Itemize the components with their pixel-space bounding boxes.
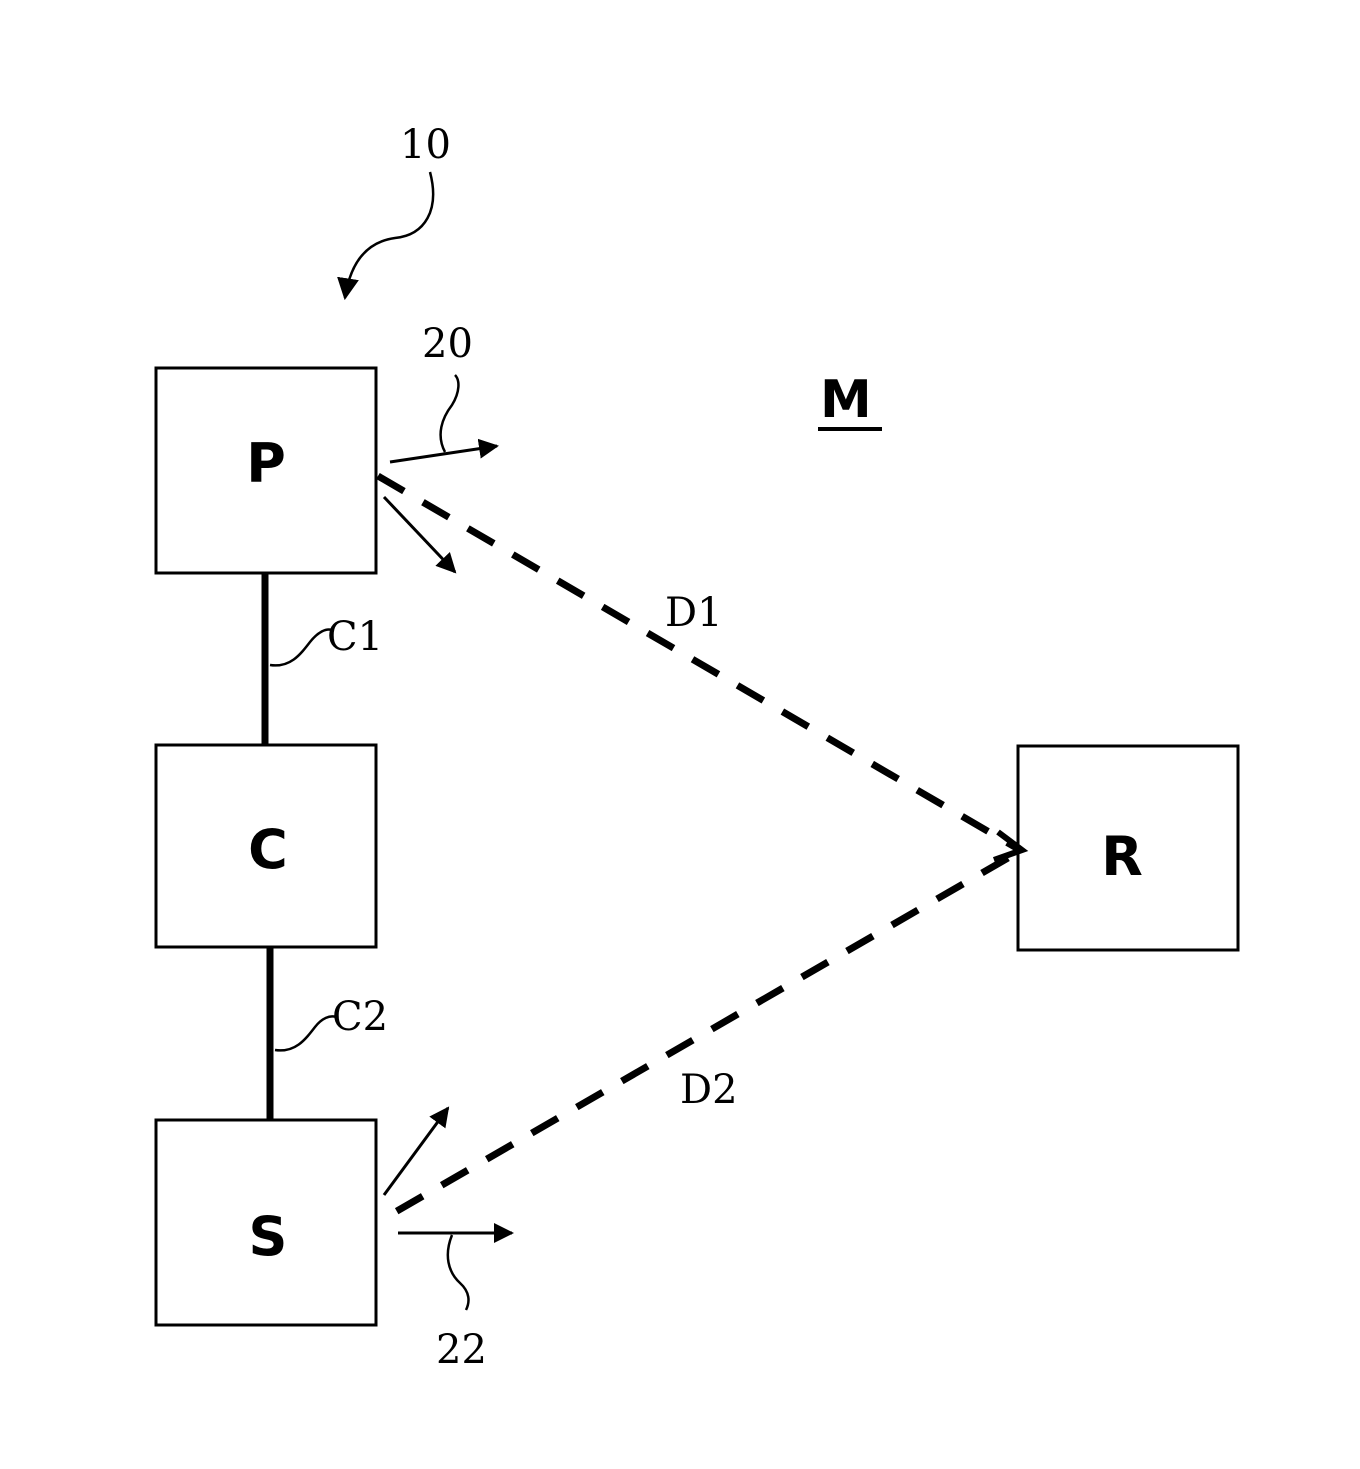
system-ref-leader (345, 172, 433, 298)
connection-c2-label: C2 (332, 994, 388, 1040)
system-ref-label: 10 (400, 122, 451, 168)
box-c-label: C (248, 818, 288, 881)
path-d1-label: D1 (665, 590, 723, 636)
medium-label: M (820, 370, 872, 430)
emitted-ref-label: 20 (422, 321, 473, 367)
path-d2-label: D2 (680, 1067, 738, 1113)
box-r-label: R (1101, 825, 1143, 888)
received-arrow-diagonal (384, 1108, 448, 1195)
connection-c1-label: C1 (327, 614, 383, 660)
box-s-label: S (249, 1205, 288, 1268)
c2-leader (275, 1016, 336, 1050)
c1-leader (270, 630, 332, 666)
received-ref-leader (448, 1235, 469, 1310)
emitted-ref-leader (441, 375, 459, 452)
path-d1 (378, 476, 1020, 850)
emitted-arrow-diagonal (384, 497, 455, 572)
received-ref-label: 22 (436, 1327, 487, 1373)
path-d2 (378, 858, 1008, 1222)
box-p-label: P (246, 432, 286, 495)
